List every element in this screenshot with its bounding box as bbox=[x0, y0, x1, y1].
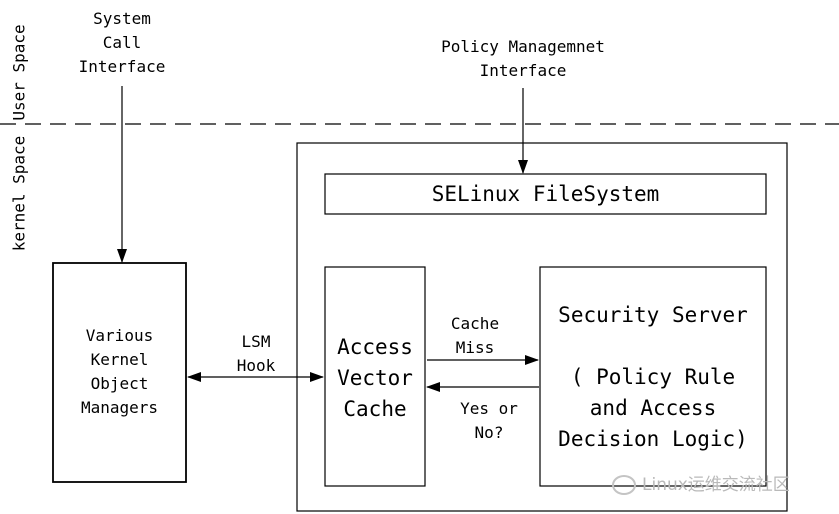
syscall-interface-label: System Call Interface bbox=[78, 9, 166, 76]
selinux-filesystem-title: SELinux FileSystem bbox=[431, 182, 660, 206]
kernel-object-managers-text: Various Kernel Object Managers bbox=[80, 326, 159, 417]
selinux-filesystem-box bbox=[324, 173, 767, 215]
selinux-container bbox=[296, 142, 788, 512]
kernel-space-label: kernel Space bbox=[9, 135, 29, 252]
security-server-box bbox=[539, 266, 767, 487]
security-server-text: Security Server ( Policy Rule and Access… bbox=[558, 303, 748, 451]
kernel-object-managers-box bbox=[52, 262, 187, 483]
lsm-hook-label: LSM Hook bbox=[236, 332, 276, 375]
wechat-icon bbox=[612, 475, 636, 495]
watermark: Linux运维交流社区 bbox=[612, 470, 790, 495]
user-space-label: User Space bbox=[9, 24, 29, 121]
cache-miss-label: Cache Miss bbox=[450, 314, 500, 357]
access-vector-cache-box bbox=[324, 266, 426, 487]
policy-mgmt-interface-label: Policy Managemnet Interface bbox=[441, 37, 605, 80]
access-vector-cache-text: Access Vector Cache bbox=[337, 335, 413, 421]
yes-no-label: Yes or No? bbox=[460, 399, 518, 442]
